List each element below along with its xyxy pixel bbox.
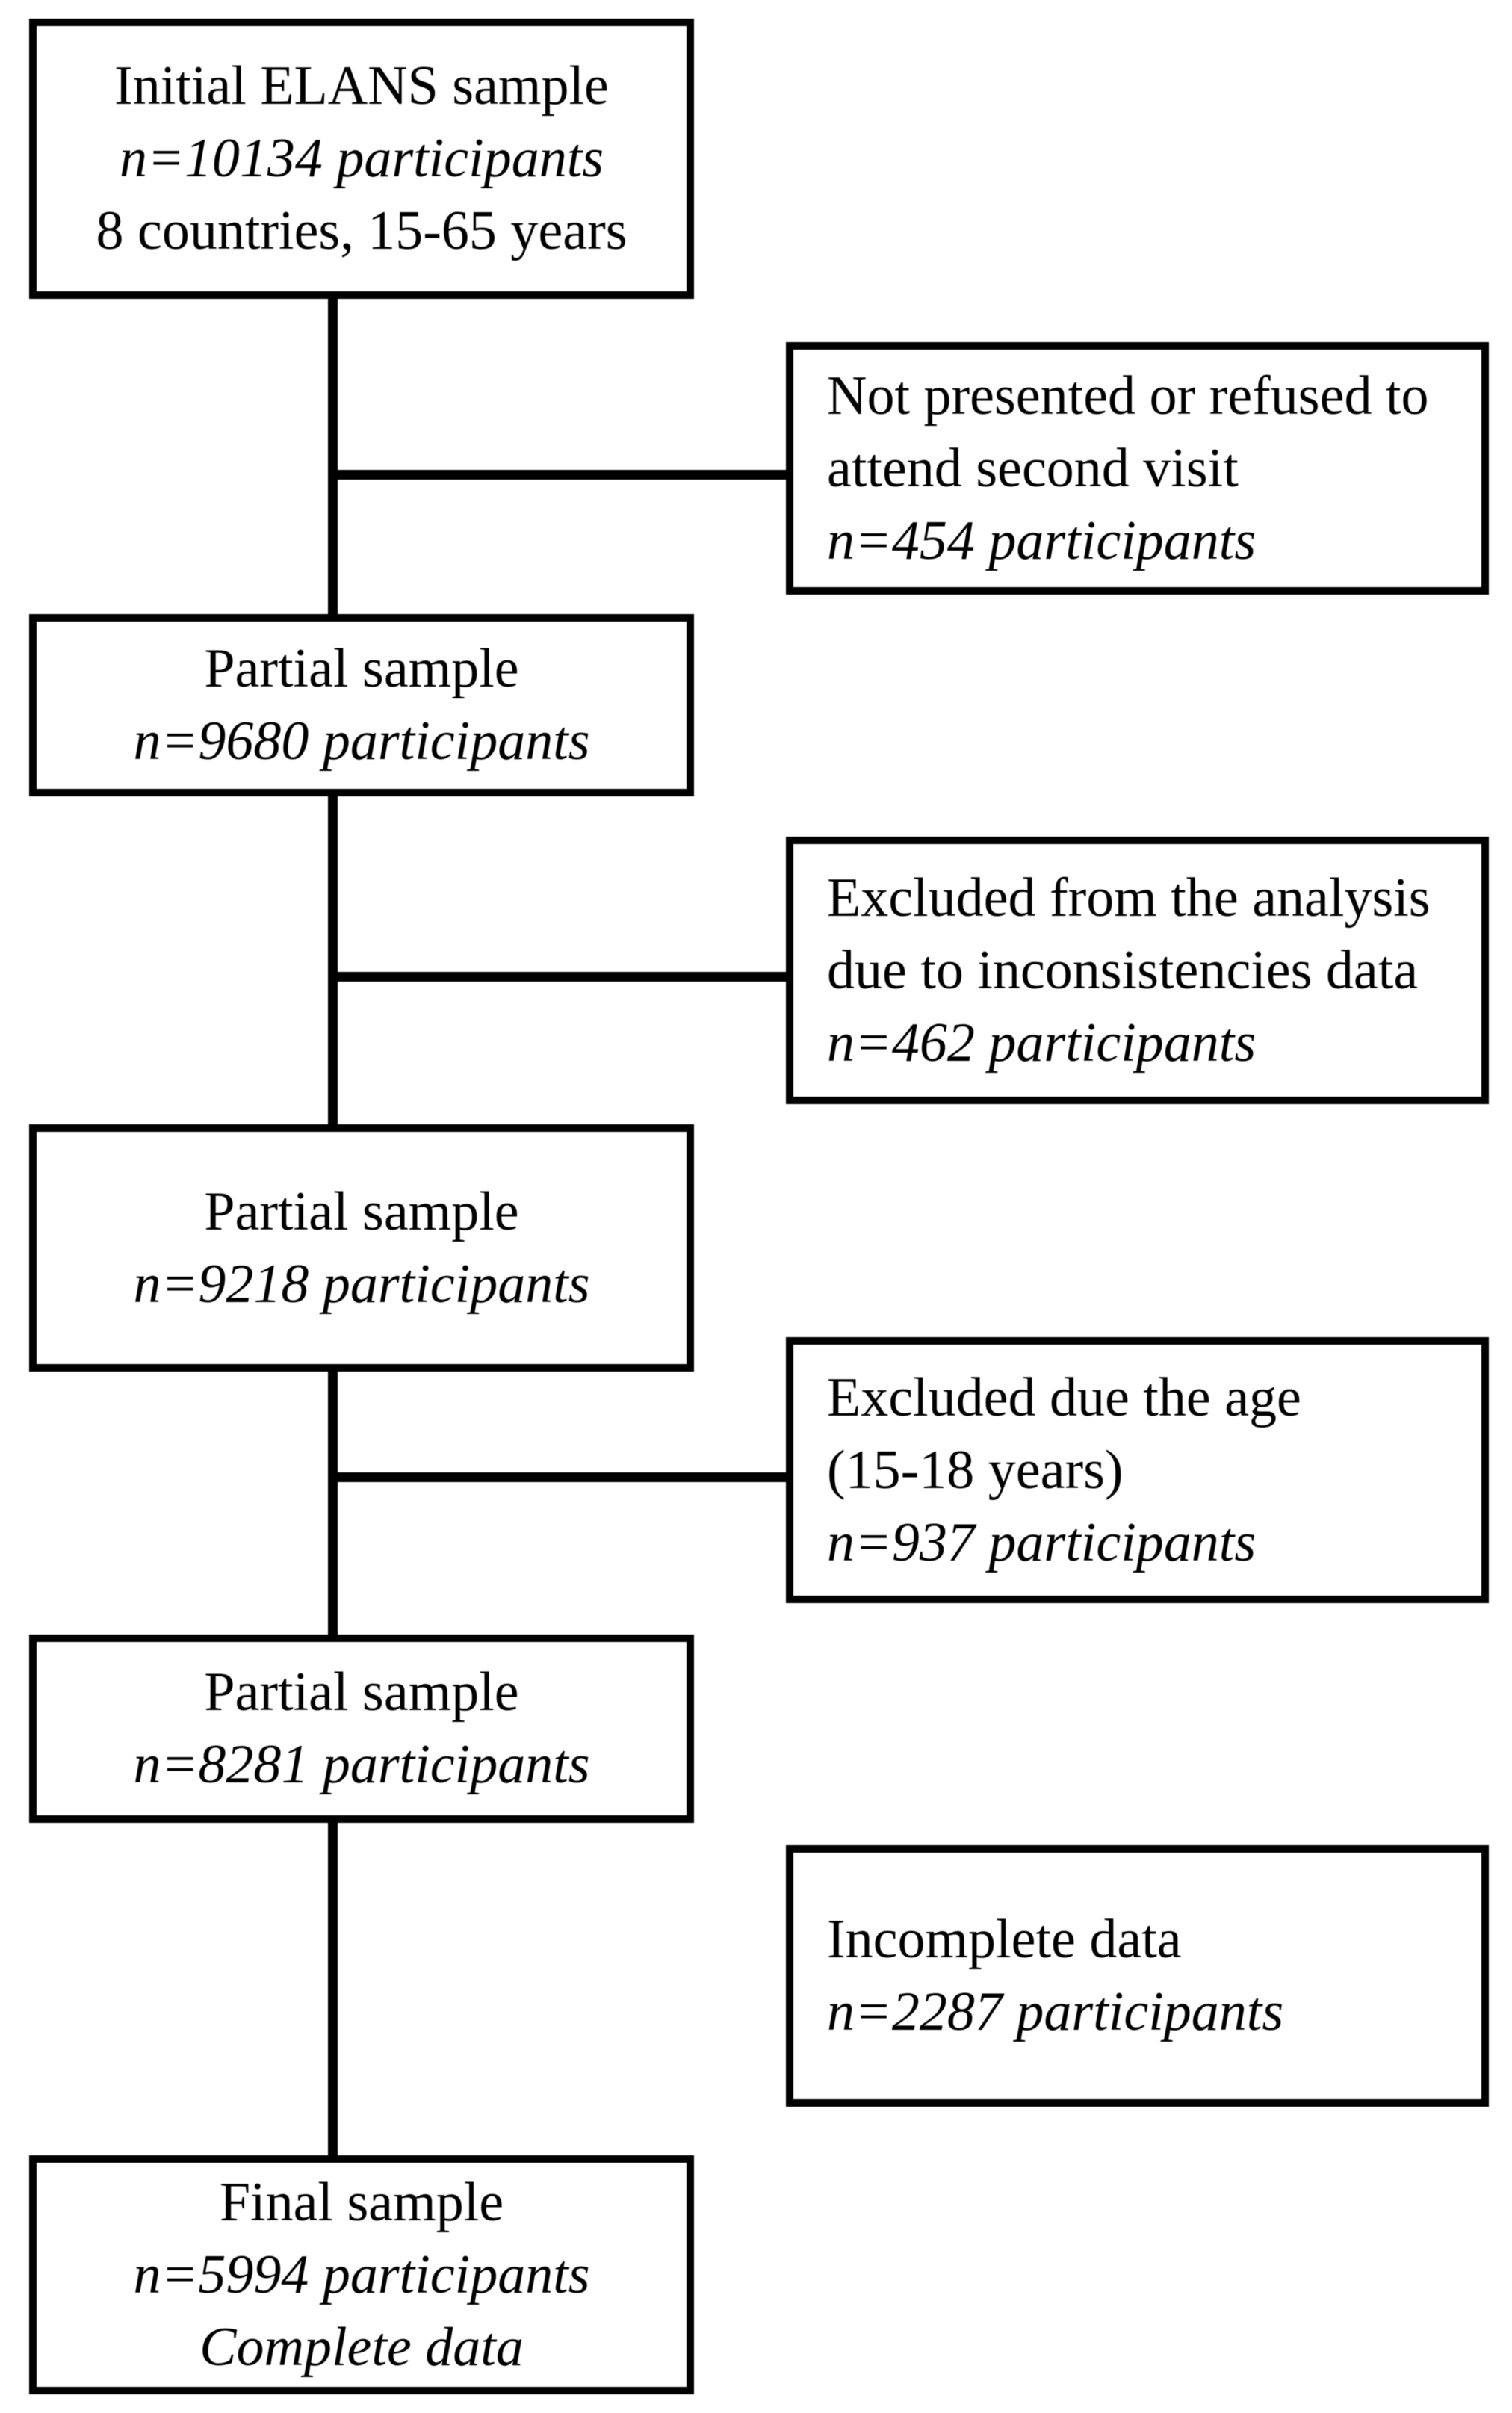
flow-line-vertical-4 (328, 1823, 338, 2155)
incomplete-data-label: Incomplete data (827, 1909, 1182, 1970)
final-sample-label: Final sample (219, 2171, 504, 2233)
partial-sample-1-label: Partial sample (204, 638, 519, 699)
flow-line-vertical-2 (328, 796, 338, 1124)
flow-line-branch-2 (328, 972, 786, 982)
partial-sample-2-count: n=9218 participants (133, 1253, 590, 1315)
box-excluded-inconsistencies: Excluded from the analysis due to incons… (786, 837, 1489, 1104)
partial-sample-3-count: n=8281 participants (133, 1734, 590, 1795)
excluded-age-line-1: Excluded due the age (827, 1366, 1301, 1428)
excluded-inconsistencies-line-2: due to inconsistencies data (827, 939, 1419, 1001)
box-partial-sample-9680: Partial sample n=9680 participants (29, 614, 694, 796)
initial-sample-count: n=10134 participants (119, 128, 604, 189)
final-sample-count: n=5994 participants (133, 2243, 590, 2305)
excluded-not-presented-line-1: Not presented or refused to (827, 365, 1429, 427)
excluded-inconsistencies-count: n=462 participants (827, 1012, 1257, 1074)
excluded-inconsistencies-line-1: Excluded from the analysis (827, 867, 1431, 929)
final-sample-detail: Complete data (199, 2316, 524, 2378)
box-partial-sample-8281: Partial sample n=8281 participants (29, 1635, 694, 1823)
box-incomplete-data: Incomplete data n=2287 participants (786, 1845, 1489, 2107)
incomplete-data-count: n=2287 participants (827, 1981, 1284, 2042)
flow-line-vertical-3 (328, 1372, 338, 1635)
initial-sample-detail: 8 countries, 15-65 years (96, 200, 628, 261)
partial-sample-1-count: n=9680 participants (133, 710, 590, 772)
excluded-not-presented-line-2: attend second visit (827, 437, 1239, 499)
flow-line-branch-3 (328, 1472, 786, 1482)
box-initial-sample: Initial ELANS sample n=10134 participant… (29, 19, 694, 299)
box-excluded-age: Excluded due the age (15-18 years) n=937… (786, 1337, 1489, 1603)
partial-sample-2-label: Partial sample (204, 1180, 519, 1242)
excluded-not-presented-count: n=454 participants (827, 509, 1257, 572)
box-excluded-not-presented: Not presented or refused to attend secon… (786, 342, 1489, 595)
partial-sample-3-label: Partial sample (204, 1661, 519, 1723)
flow-line-vertical-1 (328, 299, 338, 614)
initial-sample-label: Initial ELANS sample (114, 55, 609, 117)
excluded-age-line-2: (15-18 years) (827, 1439, 1124, 1501)
excluded-age-count: n=937 participants (827, 1511, 1257, 1573)
box-partial-sample-9218: Partial sample n=9218 participants (29, 1124, 694, 1372)
box-final-sample: Final sample n=5994 participants Complet… (29, 2155, 694, 2394)
flow-line-branch-1 (328, 470, 786, 480)
